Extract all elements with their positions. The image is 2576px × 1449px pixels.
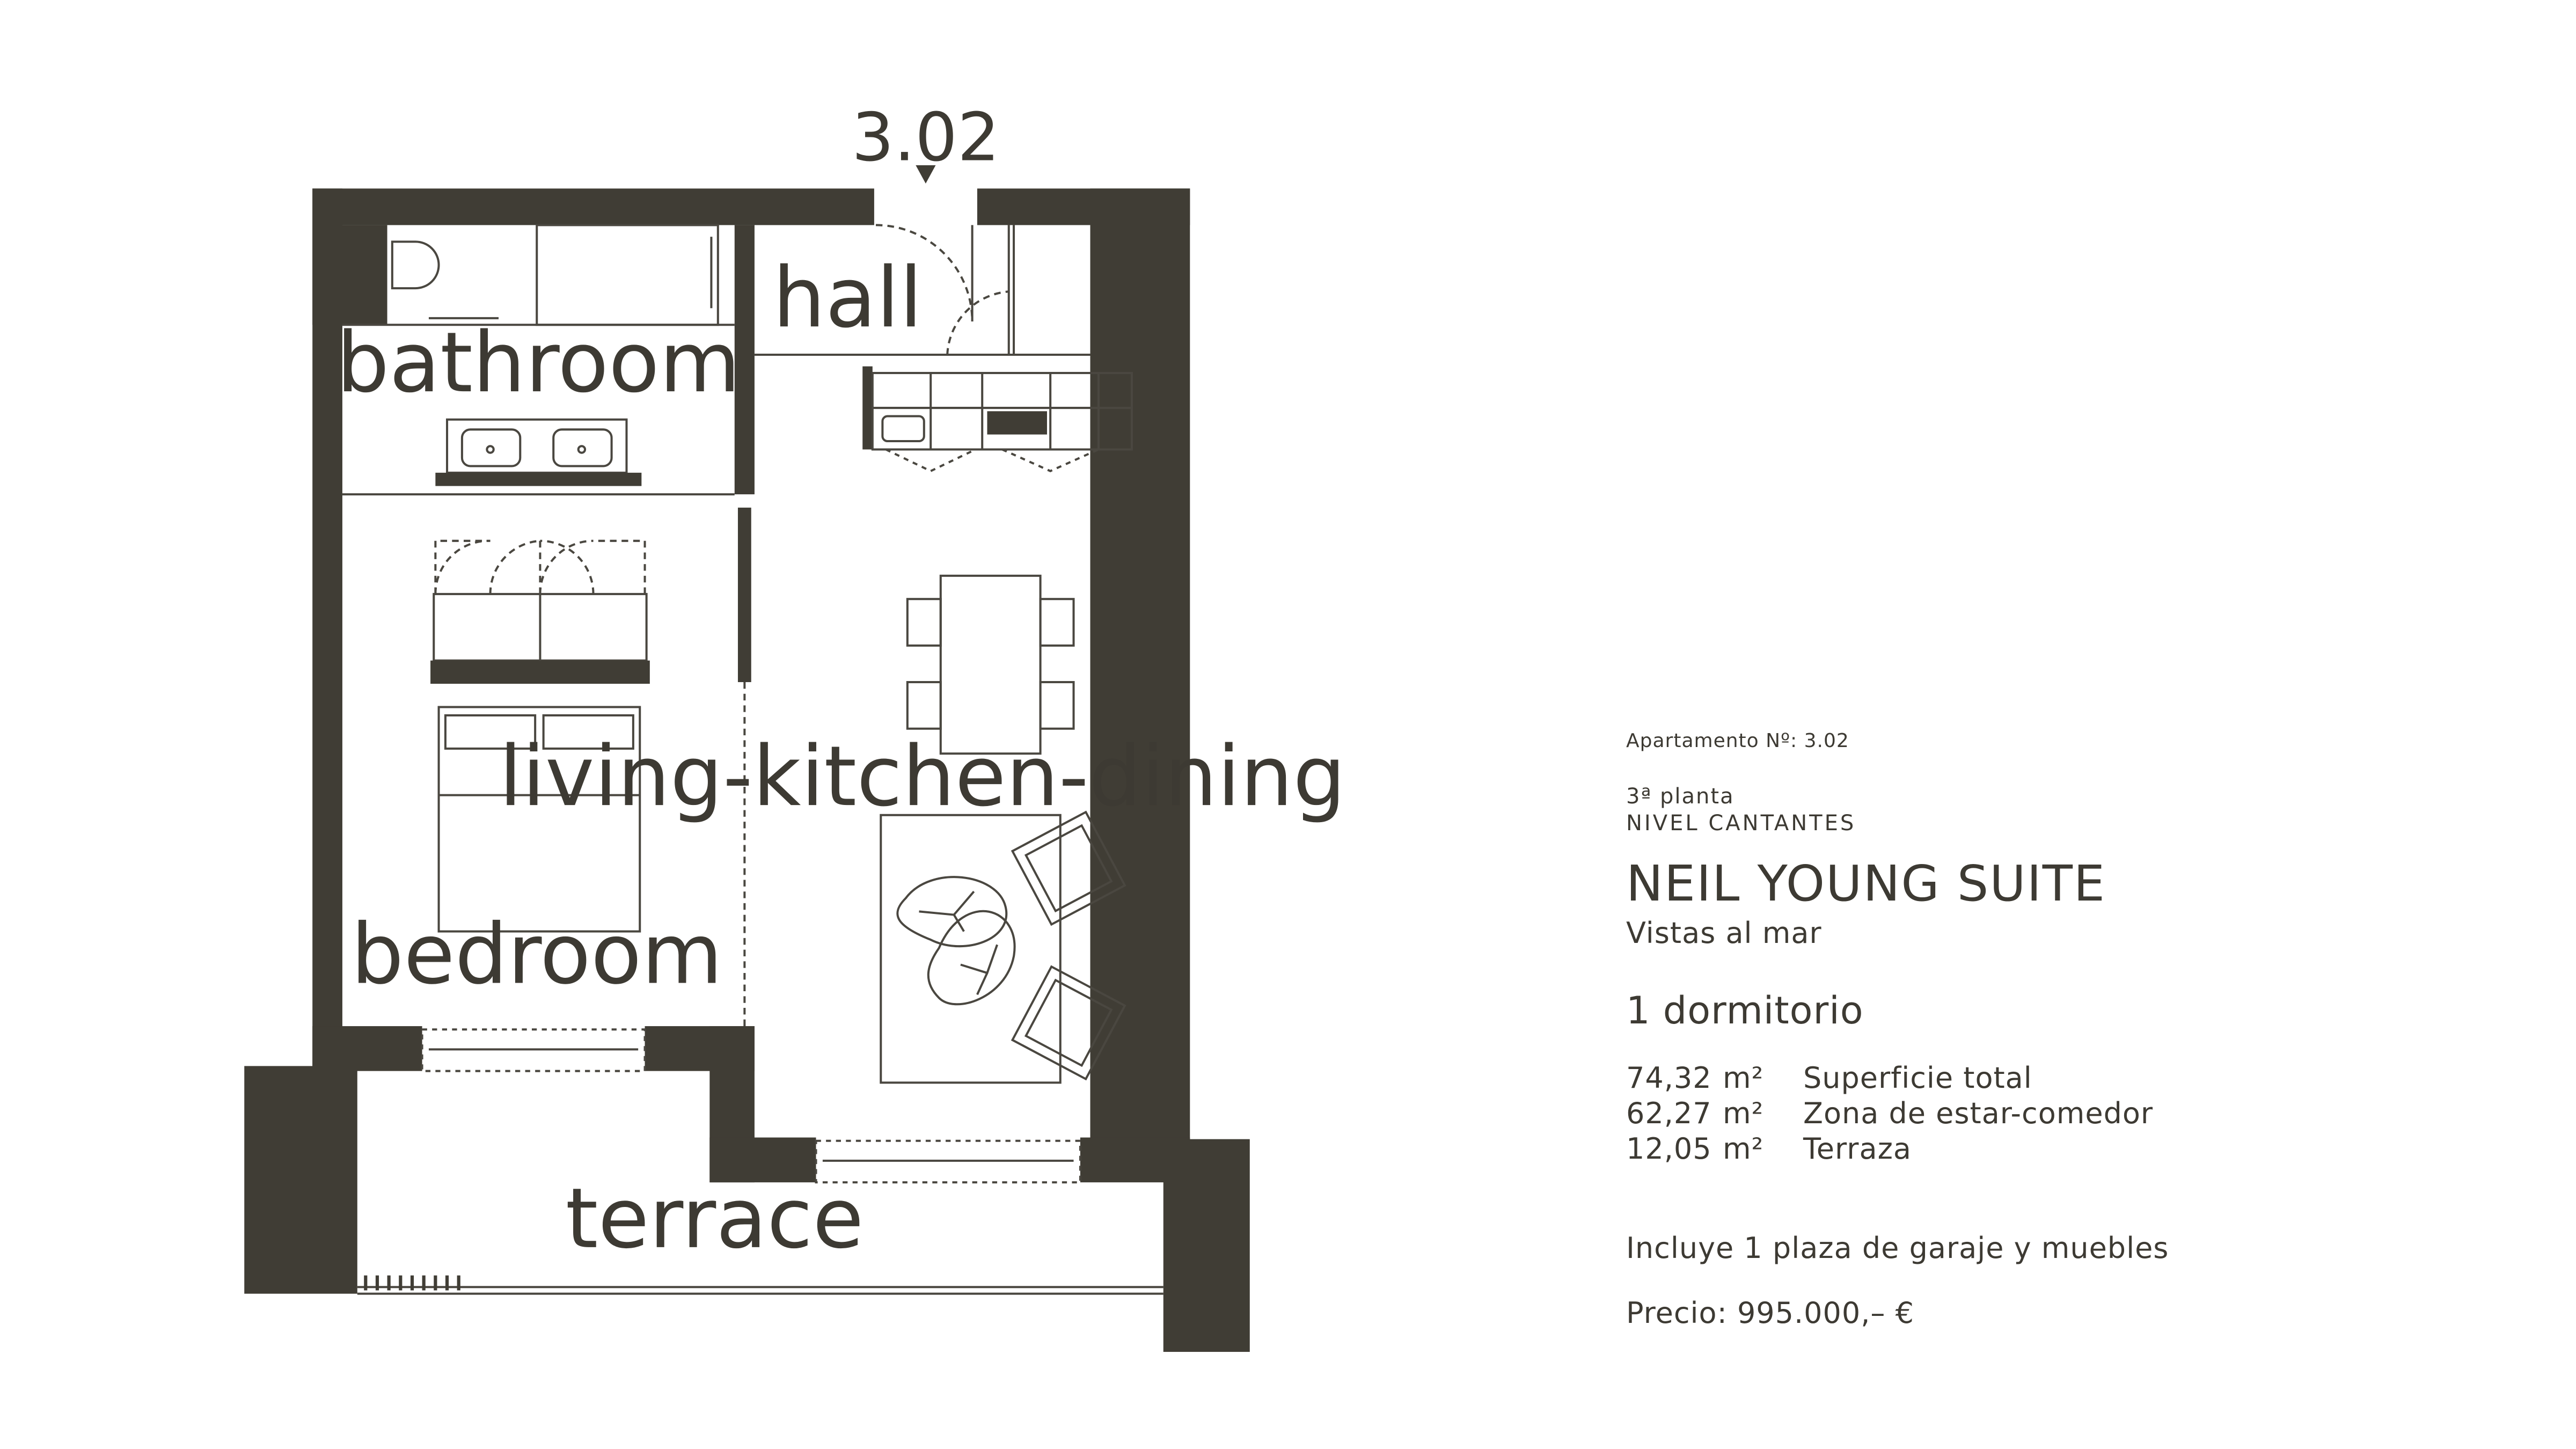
area-row: 12,05 m² Terraza (1626, 1131, 2169, 1167)
room-label-terrace: terrace (566, 1170, 864, 1267)
suite-title: NEIL YOUNG SUITE (1626, 855, 2106, 912)
rug (880, 814, 1062, 1084)
wardrobe-doors (434, 539, 646, 594)
area-unit: m² (1723, 1096, 1764, 1130)
bedroom-window (421, 1028, 646, 1072)
chair (906, 681, 942, 730)
dining-table (939, 574, 1042, 755)
bedrooms-label: 1 dormitorio (1626, 989, 1864, 1033)
wall-terrace-right (1163, 1139, 1250, 1352)
wall-divider-bath-hall (734, 225, 755, 495)
apartment-info: Apartamento Nº: 3.02 3ª planta NIVEL CAN… (1626, 730, 2169, 1330)
armchair (1011, 810, 1126, 926)
area-row: 62,27 m² Zona de estar-comedor (1626, 1096, 2169, 1131)
bed (437, 706, 641, 933)
area-unit: m² (1723, 1132, 1764, 1166)
wall-bathroom-left-thick (312, 225, 387, 325)
apartment-number: Apartamento Nº: 3.02 (1626, 730, 1849, 752)
armchair (1011, 965, 1126, 1081)
area-value: 12,05 (1626, 1132, 1712, 1166)
toilet-icon (391, 240, 440, 290)
area-label: Superficie total (1803, 1061, 2032, 1095)
unit-marker: 3.02 (852, 99, 1000, 177)
views-label: Vistas al mar (1626, 916, 1822, 950)
chair (1039, 681, 1075, 730)
chair (1039, 598, 1075, 647)
area-value: 62,27 (1626, 1096, 1712, 1130)
shower (536, 224, 719, 326)
coffee-table (927, 910, 1016, 1006)
level-label: NIVEL CANTANTES (1626, 811, 1856, 836)
wall-divider-bed-living (737, 507, 751, 683)
includes-label: Incluye 1 plaza de garaje y muebles (1626, 1231, 2169, 1265)
area-value: 74,32 (1626, 1061, 1712, 1095)
wall-top-left (312, 188, 874, 225)
entry-arrow-icon (916, 165, 936, 184)
room-label-hall: hall (773, 249, 923, 346)
area-unit: m² (1723, 1061, 1764, 1095)
entry-door (875, 224, 974, 322)
area-table: 74,32 m² Superficie total 62,27 m² Zona … (1626, 1060, 2169, 1167)
walls (244, 188, 1250, 1352)
wall-living-bottom-left (709, 1137, 816, 1183)
wall-bedroom-bottom-left (312, 1026, 422, 1071)
fixtures (342, 224, 1163, 1295)
area-row: 74,32 m² Superficie total (1626, 1060, 2169, 1096)
wall-left (312, 188, 342, 1070)
room-label-bedroom: bedroom (351, 906, 722, 1003)
area-label: Terraza (1803, 1132, 1912, 1166)
terrace-drain (364, 1275, 460, 1291)
wall-terrace-left (244, 1066, 357, 1294)
price-label: Precio: 995.000,– € (1626, 1296, 1914, 1330)
wall-right (1090, 188, 1190, 1139)
living-window (815, 1139, 1081, 1184)
kitchen-counter-edge (862, 366, 873, 450)
floor-label: 3ª planta (1626, 784, 1735, 809)
area-label: Zona de estar-comedor (1803, 1096, 2154, 1130)
chair (906, 598, 942, 647)
room-label-living: living-kitchen-dining (499, 728, 1346, 825)
room-label-bathroom: bathroom (336, 314, 741, 411)
sink-counter (446, 418, 628, 474)
coffee-table (896, 876, 1008, 948)
